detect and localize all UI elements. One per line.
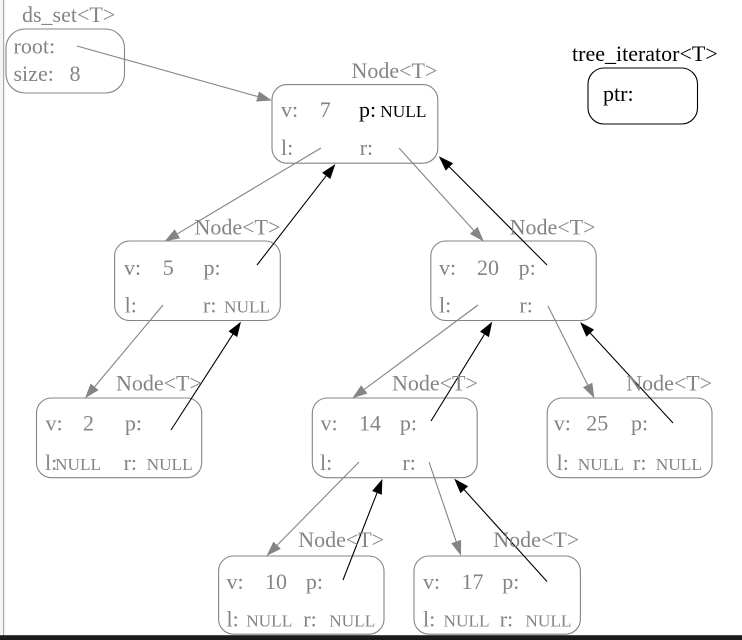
svg-text:NULL: NULL (380, 102, 426, 121)
svg-text:v:: v: (46, 411, 63, 436)
svg-text:Node<T>: Node<T> (626, 371, 712, 396)
svg-text:p:: p: (631, 411, 648, 436)
svg-text:l:: l: (125, 292, 137, 317)
svg-text:NULL: NULL (444, 612, 490, 631)
svg-text:r:: r: (303, 607, 316, 632)
svg-text:v:: v: (227, 569, 244, 594)
svg-text:r:: r: (519, 292, 532, 317)
svg-text:NULL: NULL (55, 455, 101, 474)
svg-text:2: 2 (83, 411, 94, 436)
svg-text:p:: p: (359, 97, 376, 122)
svg-text:l:: l: (227, 607, 239, 632)
svg-text:v:: v: (423, 569, 440, 594)
svg-text:p:: p: (519, 255, 536, 280)
svg-text:Node<T>: Node<T> (352, 58, 438, 83)
svg-text:ds_set<T>: ds_set<T> (22, 2, 115, 27)
svg-text:l:: l: (320, 450, 332, 475)
svg-text:l:: l: (281, 135, 293, 160)
svg-text:p:: p: (125, 411, 142, 436)
svg-text:Node<T>: Node<T> (298, 527, 384, 552)
svg-text:l:: l: (423, 607, 435, 632)
svg-text:Node<T>: Node<T> (392, 371, 478, 396)
svg-text:ptr:: ptr: (603, 81, 634, 106)
svg-text:Node<T>: Node<T> (493, 527, 579, 552)
svg-text:v:: v: (439, 255, 456, 280)
svg-text:l:: l: (45, 450, 57, 475)
svg-text:v:: v: (554, 411, 571, 436)
svg-text:r:: r: (500, 607, 513, 632)
svg-text:NULL: NULL (224, 297, 270, 316)
svg-text:8: 8 (70, 61, 81, 86)
svg-text:17: 17 (462, 569, 484, 594)
svg-text:Node<T>: Node<T> (510, 214, 596, 239)
svg-text:25: 25 (586, 411, 608, 436)
svg-text:p:: p: (400, 411, 417, 436)
svg-text:r:: r: (203, 292, 216, 317)
svg-text:tree_iterator<T>: tree_iterator<T> (572, 41, 718, 66)
svg-text:Node<T>: Node<T> (195, 214, 281, 239)
svg-text:v:: v: (321, 411, 338, 436)
svg-text:r:: r: (633, 450, 646, 475)
svg-text:NULL: NULL (147, 455, 193, 474)
svg-text:p:: p: (502, 569, 519, 594)
svg-text:NULL: NULL (578, 455, 624, 474)
svg-text:r:: r: (124, 450, 137, 475)
svg-text:p:: p: (204, 255, 221, 280)
svg-text:l:: l: (557, 450, 569, 475)
svg-text:v:: v: (124, 255, 141, 280)
svg-text:20: 20 (477, 255, 499, 280)
svg-text:NULL: NULL (656, 455, 702, 474)
svg-text:r:: r: (402, 450, 415, 475)
svg-text:14: 14 (359, 411, 381, 436)
svg-text:10: 10 (265, 569, 287, 594)
svg-text:Node<T>: Node<T> (116, 371, 202, 396)
svg-text:r:: r: (360, 135, 373, 160)
svg-text:NULL: NULL (246, 612, 292, 631)
svg-text:l:: l: (439, 292, 451, 317)
svg-text:v:: v: (281, 97, 298, 122)
svg-text:NULL: NULL (329, 612, 375, 631)
svg-text:p:: p: (306, 569, 323, 594)
svg-text:size:: size: (14, 61, 54, 86)
svg-text:NULL: NULL (525, 612, 571, 631)
svg-text:root:: root: (14, 34, 56, 59)
svg-text:7: 7 (320, 97, 331, 122)
svg-text:5: 5 (163, 255, 174, 280)
